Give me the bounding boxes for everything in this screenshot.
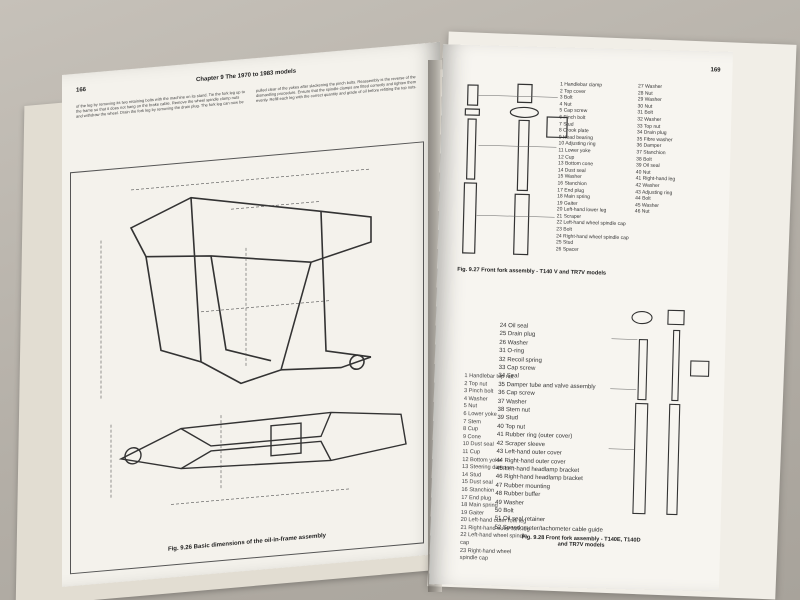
list-item: 23 Right-hand wheel spindle cap xyxy=(459,547,512,562)
fig-9-27-parts-list: 1 Handlebar clamp 2 Top cover 3 Bolt 4 N… xyxy=(556,81,730,257)
right-page-number: 169 xyxy=(710,67,721,74)
fig-9-28-caption: Fig. 9.28 Front fork assembly - T140E, T… xyxy=(521,534,641,549)
left-body-text: of the leg by removing its two retaining… xyxy=(76,74,417,119)
parts-list-col-2: 27 Washer 28 Nut 29 Washer 30 Nut 31 Bol… xyxy=(635,83,728,217)
fork-assembly-diagram-top xyxy=(462,83,568,256)
chapter-title: Chapter 9 The 1970 to 1983 models xyxy=(196,68,297,84)
frame-dimensions-figure: Fig. 9.26 Basic dimensions of the oil-in… xyxy=(70,141,424,575)
fig-9-27-caption: Fig. 9.27 Front fork assembly - T140 V a… xyxy=(457,266,607,277)
frame-side-view-diagram xyxy=(100,168,407,505)
left-page: 166 Chapter 9 The 1970 to 1983 models of… xyxy=(62,41,440,588)
left-page-number: 166 xyxy=(76,86,87,94)
right-page: 169 1 Handlebar clamp 2 xyxy=(428,44,734,592)
fork-assembly-diagram-bottom xyxy=(608,309,710,516)
